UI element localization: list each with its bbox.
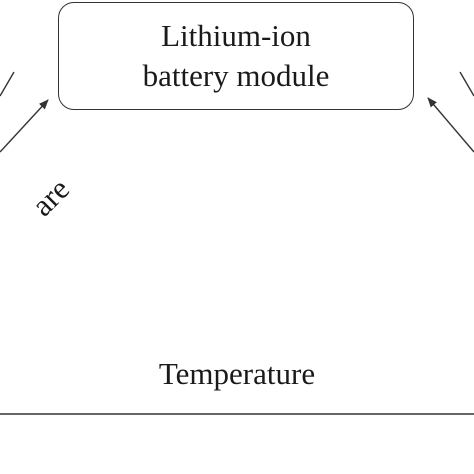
battery-module-box: Lithium-ion battery module bbox=[58, 2, 414, 110]
left-arrow bbox=[0, 99, 49, 153]
module-title-line-2: battery module bbox=[142, 58, 330, 93]
left-edge-line bbox=[0, 71, 15, 97]
right-arrow bbox=[427, 97, 474, 153]
right-edge-line bbox=[459, 71, 474, 97]
temperature-label: Temperature bbox=[158, 356, 316, 391]
module-title-line-1: Lithium-ion bbox=[161, 18, 311, 53]
